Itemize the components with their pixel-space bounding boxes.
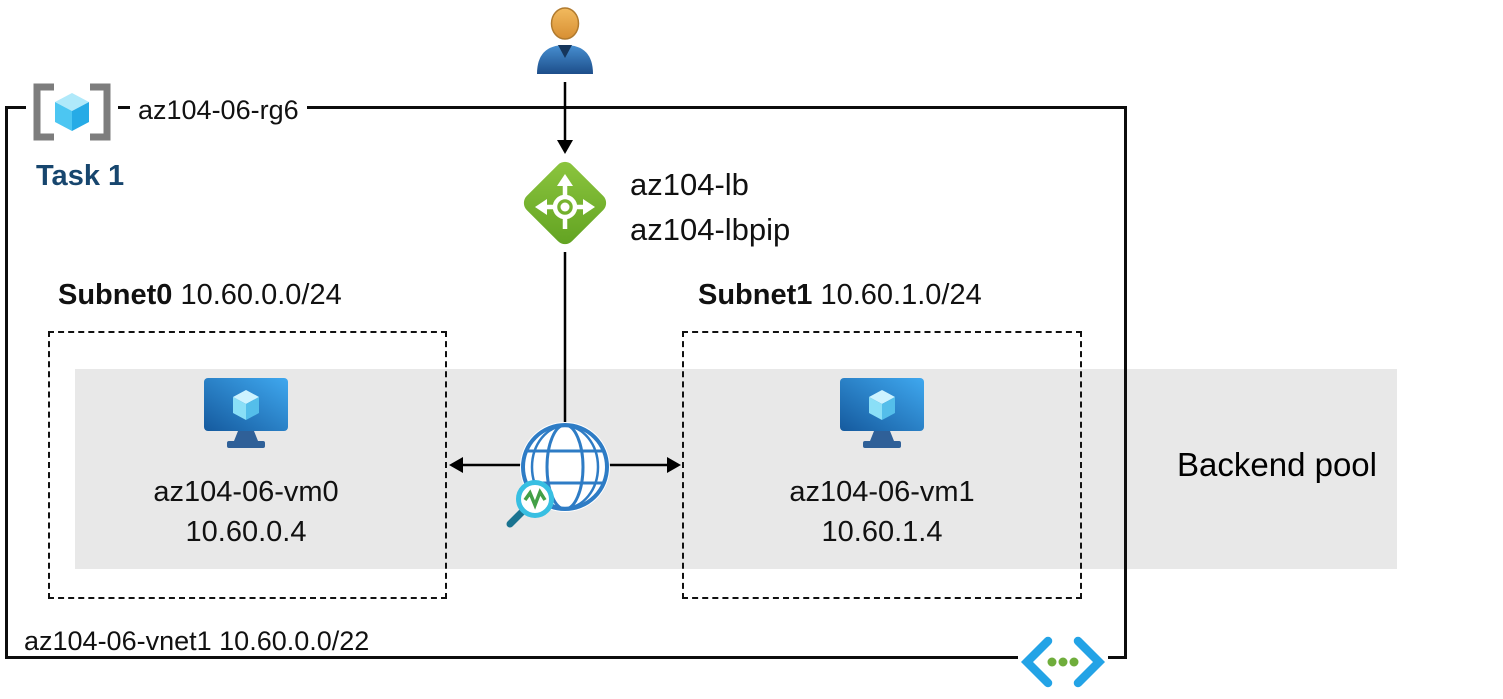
vm0-name: az104-06-vm0 — [153, 476, 339, 508]
vm1-icon — [838, 376, 926, 454]
subnet0-name: Subnet0 — [58, 279, 173, 311]
task-label: Task 1 — [36, 160, 125, 192]
vm1-label: az104-06-vm1 10.60.1.4 — [732, 472, 1032, 552]
subnet0-box — [48, 331, 447, 599]
vm0-label: az104-06-vm0 10.60.0.4 — [96, 472, 396, 552]
backend-pool-label: Backend pool — [1177, 446, 1377, 483]
load-balancer-pip: az104-lbpip — [630, 212, 791, 247]
load-balancer-icon — [517, 155, 613, 251]
user-icon — [534, 4, 596, 76]
subnet1-cidr: 10.60.1.0/24 — [820, 279, 982, 311]
subnet0-cidr: 10.60.0.0/24 — [180, 279, 342, 311]
subnet1-name: Subnet1 — [698, 279, 813, 311]
resource-group-icon — [26, 82, 118, 142]
load-balancer-label: az104-lb az104-lbpip — [630, 162, 790, 252]
vm1-ip: 10.60.1.4 — [821, 516, 943, 548]
probe-globe-icon — [497, 417, 627, 537]
vm1-name: az104-06-vm1 — [789, 476, 975, 508]
load-balancer-name: az104-lb — [630, 167, 749, 202]
vm0-icon — [202, 376, 290, 454]
subnet1-box — [682, 331, 1082, 599]
vnet-name: az104-06-vnet1 — [24, 626, 212, 656]
vnet-icon — [1018, 634, 1108, 690]
resource-group-label: az104-06-rg6 — [130, 93, 307, 127]
subnet0-label: Subnet0 10.60.0.0/24 — [58, 279, 342, 312]
backend-pool-band — [75, 369, 1397, 569]
subnet1-label: Subnet1 10.60.1.0/24 — [698, 279, 982, 312]
vnet-cidr: 10.60.0.0/22 — [219, 626, 370, 656]
vnet-label: az104-06-vnet1 10.60.0.0/22 — [24, 626, 369, 657]
vm0-ip: 10.60.0.4 — [185, 516, 307, 548]
